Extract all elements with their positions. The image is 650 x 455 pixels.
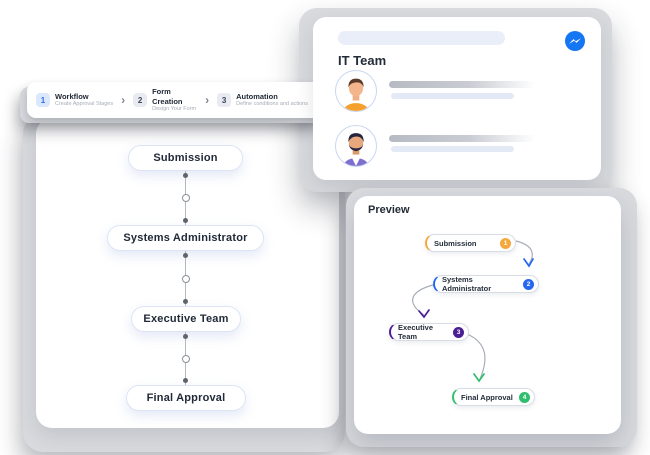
skeleton-line	[389, 81, 535, 88]
preview-card: Preview Submission 1 Systems Administrat…	[354, 196, 621, 434]
node-label: Executive Team	[398, 323, 434, 341]
connector-dot-icon	[183, 218, 188, 223]
stage-pill-final-approval[interactable]: Final Approval	[126, 385, 246, 411]
step-subtitle: Define conditions and actions	[236, 101, 308, 108]
stepper-step-form-creation[interactable]: 2 Form Creation Design Your Form	[133, 87, 197, 112]
connector-dot-icon	[183, 173, 188, 178]
team-card-title: IT Team	[338, 53, 387, 68]
skeleton-bar	[338, 31, 505, 45]
preview-node-final-approval[interactable]: Final Approval 4	[452, 388, 535, 406]
arrowhead-icon	[523, 258, 534, 268]
step-title: Form Creation	[152, 87, 183, 106]
avatar[interactable]	[335, 125, 377, 167]
node-number-badge: 4	[519, 391, 530, 403]
node-number-badge: 1	[500, 237, 511, 249]
skeleton-line	[391, 93, 514, 99]
preview-node-systems-administrator[interactable]: Systems Administrator 2	[433, 275, 539, 293]
connector-ring-icon	[181, 194, 190, 202]
node-number-badge: 2	[523, 278, 534, 290]
stepper-step-workflow[interactable]: 1 Workflow Create Approval Stages	[36, 92, 113, 108]
chevron-right-icon: ›	[205, 93, 210, 107]
stepper-step-automation[interactable]: 3 Automation Define conditions and actio…	[217, 92, 308, 108]
stage-pill-systems-administrator[interactable]: Systems Administrator	[107, 225, 264, 251]
step-number-badge: 2	[133, 93, 148, 107]
workflow-stages-card: Submission Systems Administrator Executi…	[36, 118, 339, 428]
connector-dot-icon	[183, 378, 188, 383]
team-card: IT Team	[313, 17, 601, 180]
step-title: Workflow	[55, 92, 89, 102]
stage-label: Submission	[153, 152, 218, 164]
stage-pill-submission[interactable]: Submission	[128, 145, 243, 171]
arrowhead-icon	[473, 373, 485, 383]
skeleton-line	[391, 146, 514, 152]
stage-label: Executive Team	[143, 313, 229, 325]
node-label: Systems Administrator	[442, 275, 492, 293]
stage-connector	[181, 251, 190, 306]
step-subtitle: Create Approval Stages	[55, 101, 114, 108]
messenger-icon[interactable]	[565, 31, 585, 51]
connector-ring-icon	[181, 275, 190, 283]
arrowhead-icon	[418, 309, 430, 319]
connector-dot-icon	[183, 334, 188, 339]
step-number-badge: 1	[36, 93, 50, 107]
node-label: Final Approval	[461, 392, 513, 402]
stepper: 1 Workflow Create Approval Stages › 2 Fo…	[27, 82, 330, 118]
step-number-badge: 3	[217, 93, 232, 107]
stage-connector	[181, 171, 190, 225]
avatar[interactable]	[335, 70, 377, 112]
stage-pill-executive-team[interactable]: Executive Team	[131, 306, 241, 332]
node-label: Submission	[434, 238, 477, 248]
node-number-badge: 3	[453, 326, 464, 338]
connector-ring-icon	[181, 355, 190, 363]
flow-arrows	[412, 240, 534, 383]
preview-title: Preview	[368, 204, 410, 216]
stage-connector	[181, 332, 190, 385]
preview-node-executive-team[interactable]: Executive Team 3	[389, 323, 469, 341]
chevron-right-icon: ›	[121, 93, 126, 107]
connector-dot-icon	[183, 253, 188, 258]
connector-dot-icon	[183, 299, 188, 304]
stage-label: Final Approval	[146, 392, 226, 404]
skeleton-line	[389, 135, 535, 142]
step-subtitle: Design Your Form	[152, 106, 197, 113]
stage-label: Systems Administrator	[123, 232, 248, 244]
preview-node-submission[interactable]: Submission 1	[425, 234, 516, 252]
step-title: Automation	[236, 92, 278, 102]
